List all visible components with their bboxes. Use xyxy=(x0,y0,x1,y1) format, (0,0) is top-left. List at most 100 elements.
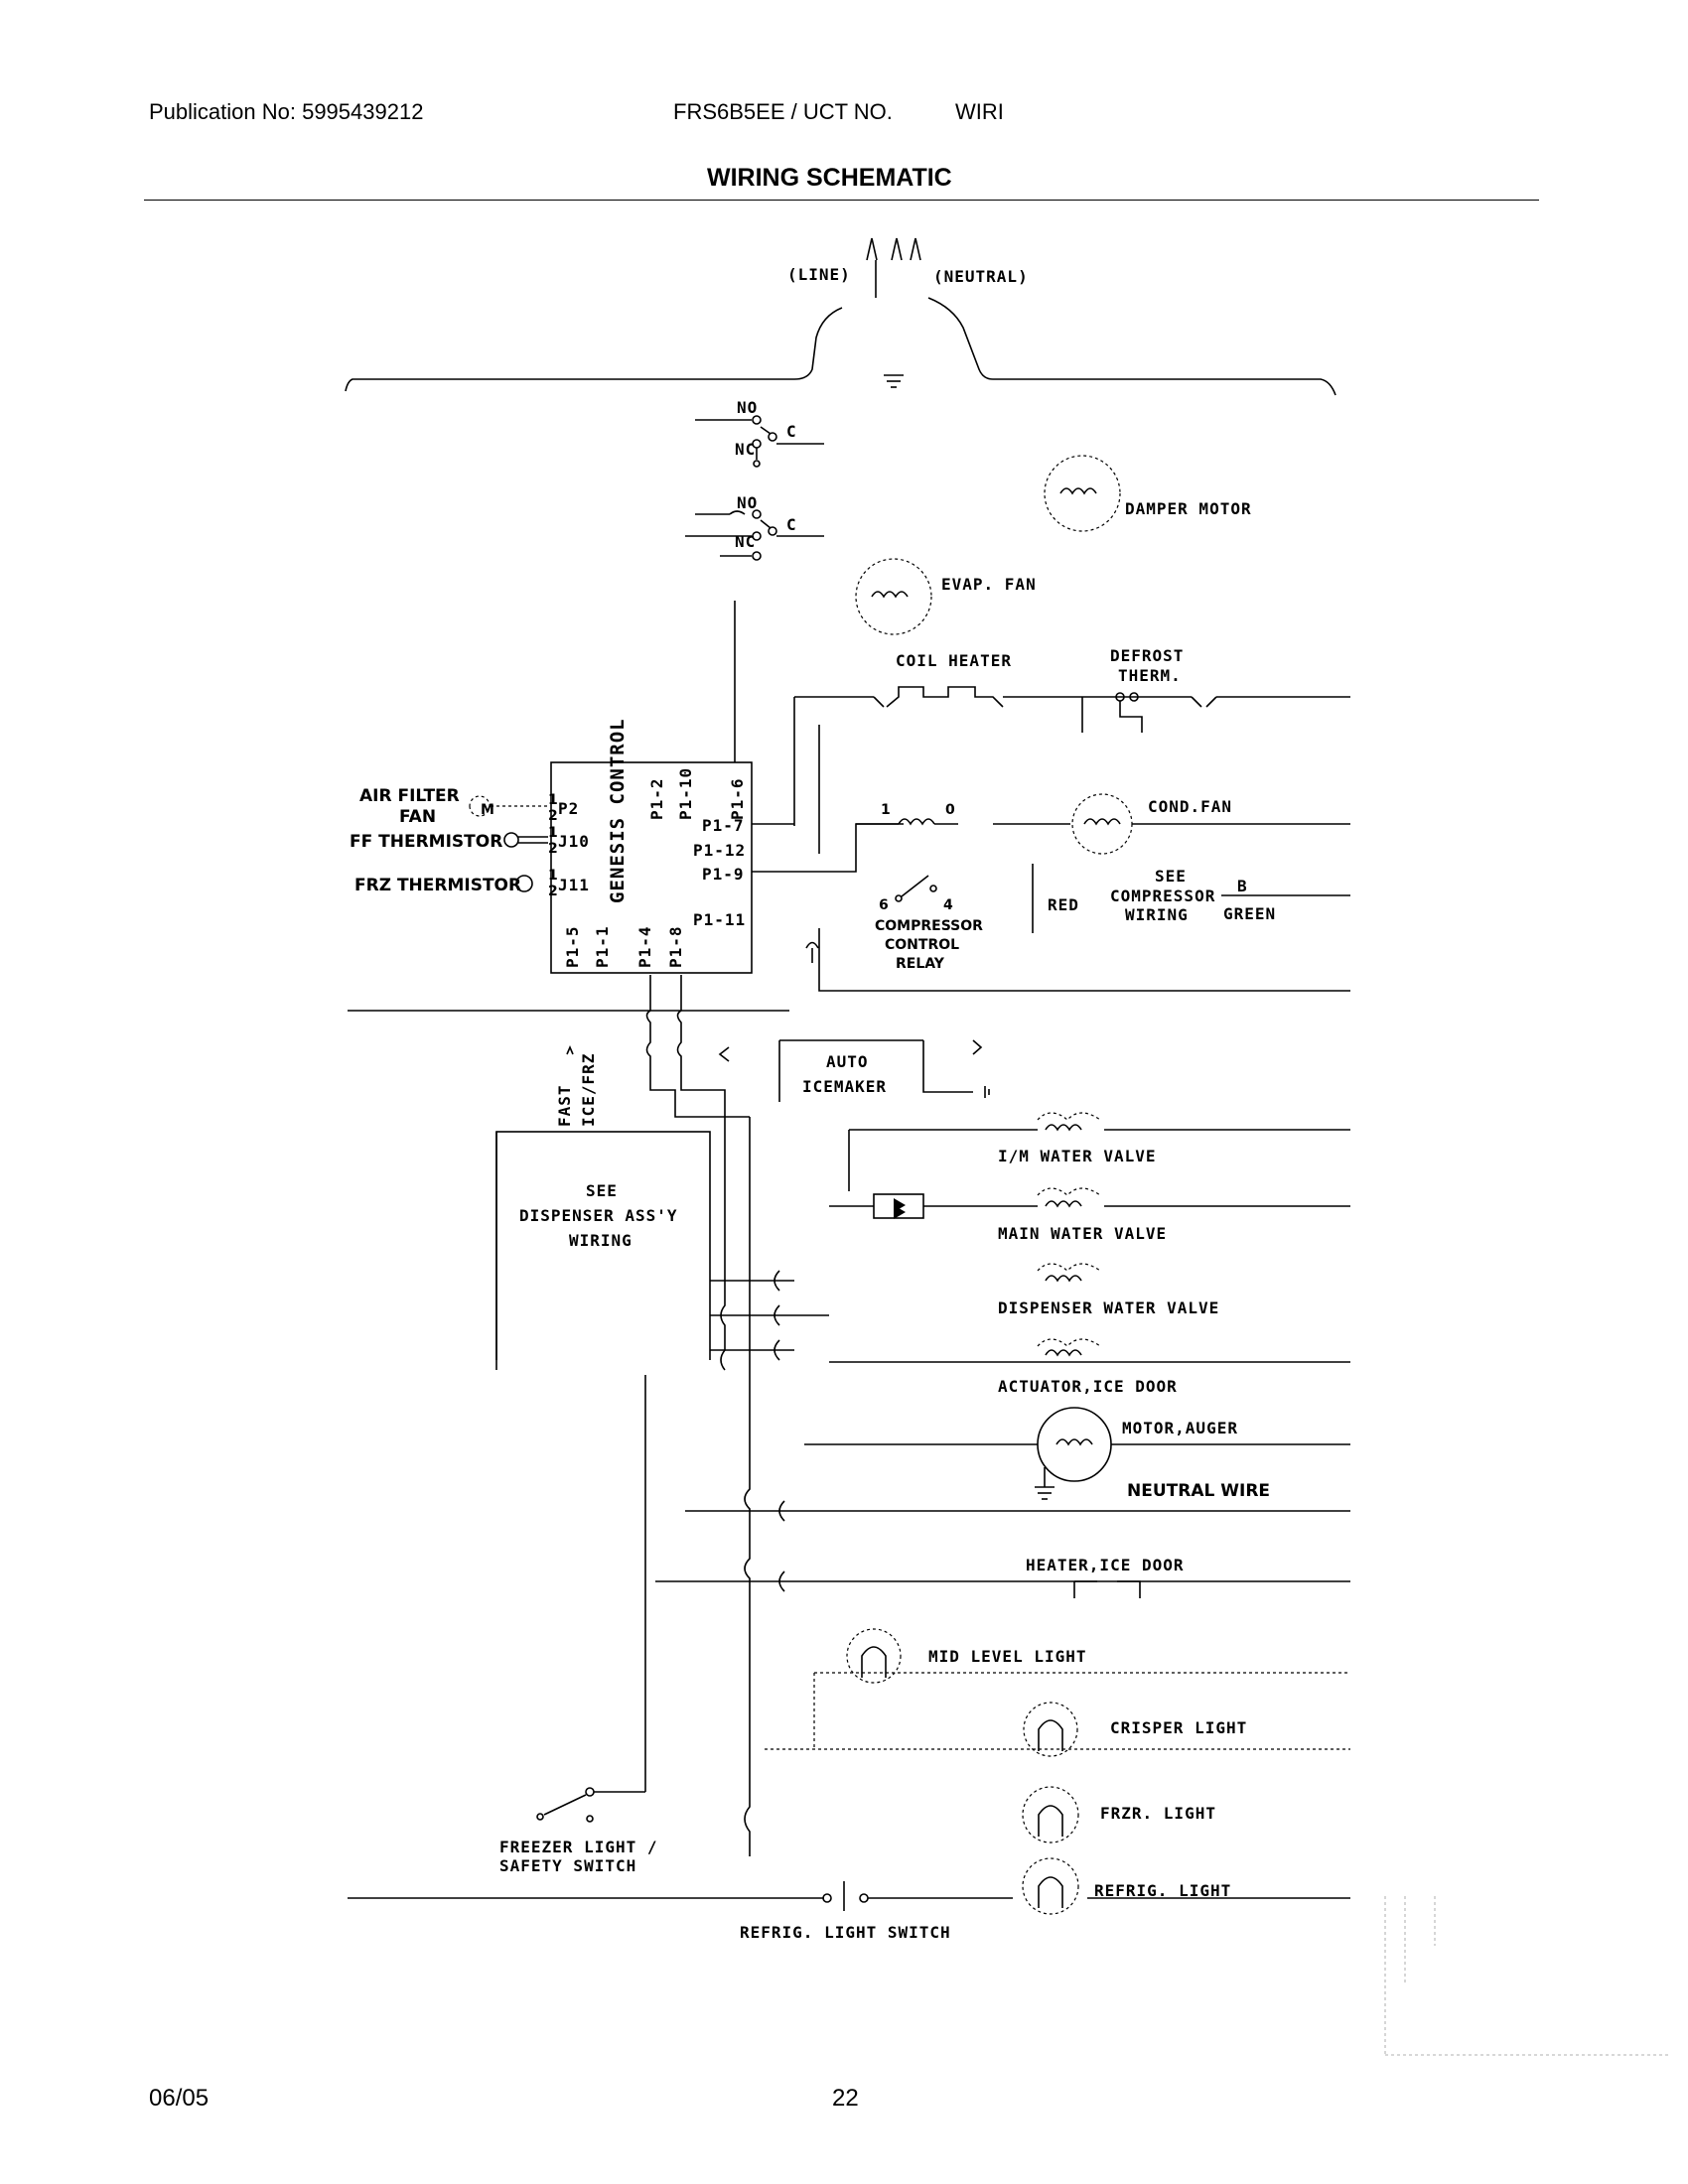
see-compressor-1: SEE xyxy=(1155,867,1187,886)
footer-date: 06/05 xyxy=(149,2085,210,2112)
ff-thermistor-symbol xyxy=(503,832,548,848)
line-label: (LINE) xyxy=(787,265,851,284)
icemaker-connectors xyxy=(718,1039,983,1062)
j11-pin2: 2 xyxy=(548,884,558,899)
refrig-light-row xyxy=(1022,1857,1079,1915)
p1-4-p1-8-wires xyxy=(645,975,750,1118)
footer-page-number: 22 xyxy=(832,2085,859,2112)
damper-motor-symbol xyxy=(1044,455,1121,532)
model-number: FRS6B5EE / UCT NO. xyxy=(673,99,893,124)
switch1-nc: NC xyxy=(735,440,756,459)
dispenser-water-valve-label: DISPENSER WATER VALVE xyxy=(998,1298,1219,1317)
b-label: B xyxy=(1237,877,1248,895)
pin-p1-10: P1-10 xyxy=(676,767,695,820)
evap-fan-symbol xyxy=(855,558,932,635)
auto-icemaker-label-2: ICEMAKER xyxy=(802,1077,887,1096)
cond-fan-label: COND.FAN xyxy=(1148,797,1232,816)
neutral-wire-top xyxy=(927,297,1336,396)
mid-level-light-row xyxy=(813,1628,1350,1749)
refrig-light-switch-label: REFRIG. LIGHT SWITCH xyxy=(740,1923,951,1942)
frzr-light-symbol xyxy=(1022,1786,1079,1843)
evap-fan-label: EVAP. FAN xyxy=(941,575,1037,594)
neutral-wire-label: NEUTRAL WIRE xyxy=(1127,1481,1270,1501)
im-water-valve-label: I/M WATER VALVE xyxy=(998,1147,1157,1165)
cond-fan-symbol xyxy=(993,793,1350,855)
compressor-relay-label-3: RELAY xyxy=(896,956,945,972)
p2-label: P2 xyxy=(558,799,579,818)
auto-icemaker-label-1: AUTO xyxy=(826,1052,869,1071)
red-label: RED xyxy=(1048,895,1079,914)
frz-thermistor-label: FRZ THERMISTOR xyxy=(354,876,521,895)
pin-p1-6: P1-6 xyxy=(728,777,747,820)
motor-auger-label: MOTOR,AUGER xyxy=(1122,1419,1238,1437)
p2-pin2: 2 xyxy=(548,808,558,824)
j10-label: J10 xyxy=(558,832,590,851)
dispenser-water-valve-row xyxy=(710,1263,1101,1361)
p2-pin1: 1 xyxy=(548,792,558,808)
actuator-ice-door-row xyxy=(829,1338,1350,1363)
freezer-switch-label-2: SAFETY SWITCH xyxy=(499,1856,636,1875)
see-compressor-2: COMPRESSOR xyxy=(1110,887,1215,905)
defrost-label-1: DEFROST xyxy=(1110,646,1184,665)
heater-ice-door-label: HEATER,ICE DOOR xyxy=(1026,1556,1185,1574)
fast-ice-label-2: ICE/FRZ xyxy=(579,1053,598,1127)
j10-pin2: 2 xyxy=(548,841,558,857)
refrig-light-switch xyxy=(348,1881,1350,1911)
relay-pin-1: 1 xyxy=(881,802,891,818)
genesis-control-box xyxy=(550,761,753,974)
switch-2 xyxy=(685,509,824,561)
im-water-valve-row xyxy=(848,1112,1350,1191)
actuator-ice-door-label: ACTUATOR,ICE DOOR xyxy=(998,1377,1178,1396)
switch2-c: C xyxy=(786,515,797,534)
main-water-valve-row xyxy=(829,1187,1350,1219)
compressor-relay-coil xyxy=(856,818,958,826)
crisper-light-row xyxy=(765,1702,1350,1757)
pin-p1-11: P1-11 xyxy=(693,910,746,929)
main-water-valve-label: MAIN WATER VALVE xyxy=(998,1224,1167,1243)
publication-number: Publication No: 5995439212 xyxy=(149,99,424,124)
see-compressor-3: WIRING xyxy=(1125,905,1189,924)
neutral-label: (NEUTRAL) xyxy=(933,267,1029,286)
switch2-nc: NC xyxy=(735,532,756,551)
pin-p1-4: P1-4 xyxy=(635,925,654,968)
page-title: WIRING SCHEMATIC xyxy=(707,164,952,192)
see-dispenser-3: WIRING xyxy=(569,1231,633,1250)
pin-p1-7: P1-7 xyxy=(702,816,745,835)
neutral-wire-connector xyxy=(778,1500,785,1522)
neutral-trunk-wire xyxy=(744,1117,751,1856)
power-plug xyxy=(866,237,921,298)
crisper-light-label: CRISPER LIGHT xyxy=(1110,1718,1247,1737)
see-dispenser-1: SEE xyxy=(586,1181,618,1200)
relay-pin-4: 4 xyxy=(943,897,953,913)
dispenser-feed-wire xyxy=(720,1117,726,1371)
motor-auger-row xyxy=(804,1407,1350,1500)
frz-thermistor-symbol xyxy=(515,875,533,892)
switch1-no: NO xyxy=(737,398,758,417)
switch2-no: NO xyxy=(737,493,758,512)
line-wire xyxy=(345,307,843,392)
pin-p1-9: P1-9 xyxy=(702,865,745,884)
relay-pin-0: 0 xyxy=(945,802,955,818)
ground-symbol-top xyxy=(884,374,904,388)
heater-ice-door-row xyxy=(655,1570,1350,1598)
header-divider xyxy=(144,200,1539,201)
switch1-c: C xyxy=(786,422,797,441)
coil-heater-label: COIL HEATER xyxy=(896,651,1012,670)
freezer-switch-label-1: FREEZER LIGHT / xyxy=(499,1838,658,1856)
compressor-relay-label-1: COMPRESSOR xyxy=(875,918,983,934)
switch-1 xyxy=(695,415,824,468)
pin-p1-1: P1-1 xyxy=(593,925,612,968)
air-filter-fan-symbol xyxy=(469,795,548,817)
icemaker-ground xyxy=(984,1086,990,1098)
fast-ice-arrow xyxy=(566,1044,574,1055)
mid-level-light-label: MID LEVEL LIGHT xyxy=(928,1647,1087,1666)
j11-label: J11 xyxy=(558,876,590,894)
freezer-safety-switch xyxy=(536,1787,645,1823)
frzr-light-label: FRZR. LIGHT xyxy=(1100,1804,1216,1823)
pin-p1-2: P1-2 xyxy=(647,777,666,820)
dispenser-wiring-box xyxy=(495,1131,711,1371)
compressor-return-wire xyxy=(805,928,1350,992)
pin-p1-5: P1-5 xyxy=(563,925,582,968)
pin-p1-8: P1-8 xyxy=(666,925,685,968)
dispenser-box-open-bottom xyxy=(494,1360,713,1374)
